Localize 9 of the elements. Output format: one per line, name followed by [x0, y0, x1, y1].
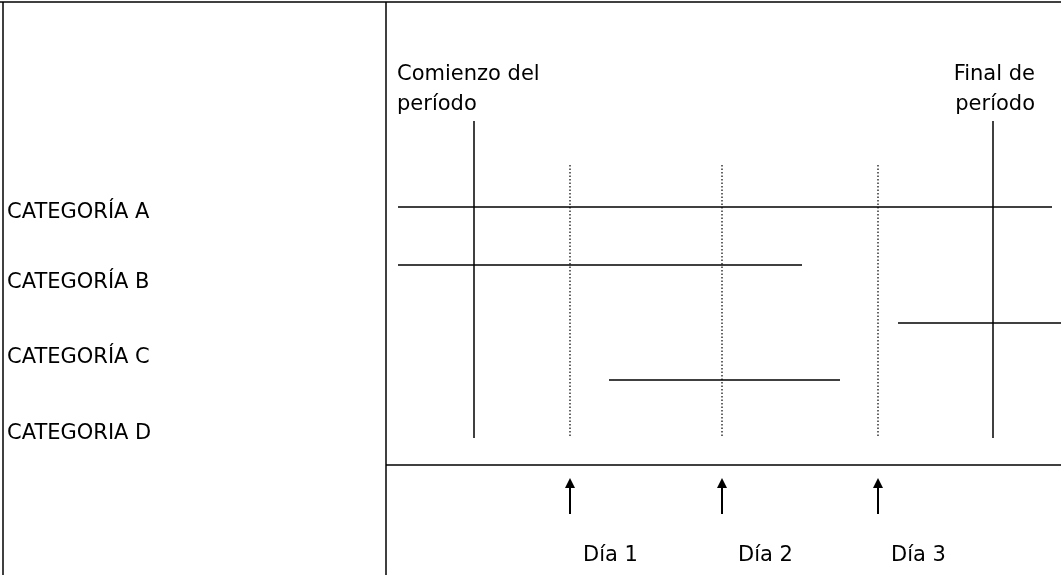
day-label: Día 3 [891, 541, 946, 568]
category-label: CATEGORÍA B [7, 267, 150, 295]
day-label: Día 2 [738, 541, 793, 568]
day-label: Día 1 [583, 541, 638, 568]
period-label: Comienzo del período [397, 60, 541, 117]
category-label: CATEGORÍA C [7, 342, 150, 370]
period-label: Final de período [952, 60, 1035, 117]
category-label: CATEGORÍA A [7, 197, 150, 225]
category-label: CATEGORIA D [7, 419, 152, 446]
